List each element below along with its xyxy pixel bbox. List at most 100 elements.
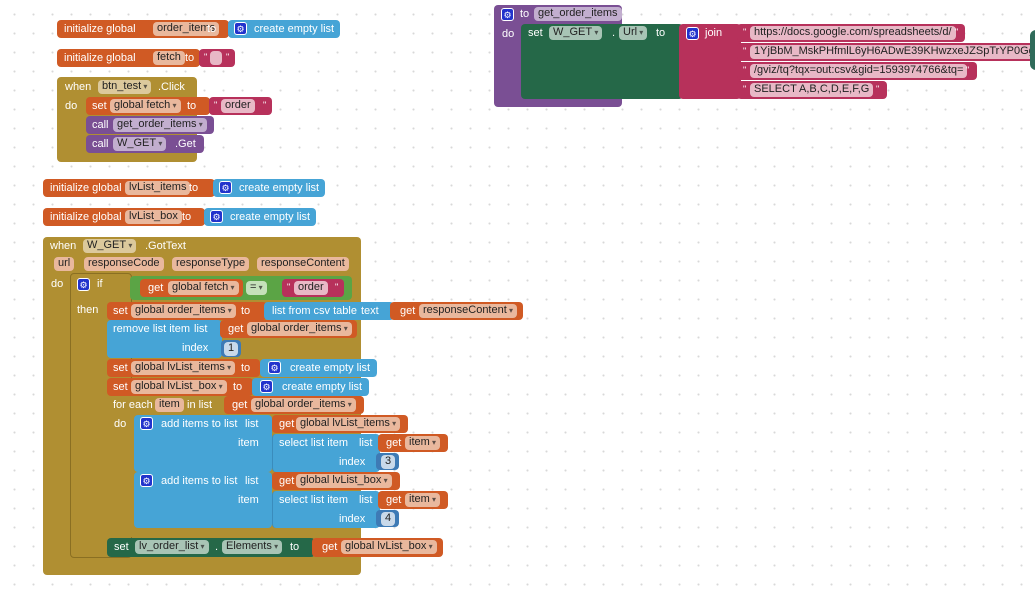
get-item-block[interactable]: get item [378,434,448,452]
gear-icon[interactable]: ⚙ [219,181,232,194]
procedure-name-field[interactable]: get_order_items [534,7,622,21]
number-field[interactable]: 1 [224,342,239,356]
gear-icon[interactable]: ⚙ [210,210,223,223]
set-global-order-items-block[interactable]: set global order_items to [107,302,267,320]
text-string-block[interactable]: " https://docs.google.com/spreadsheets/d… [737,24,965,42]
text-field[interactable]: order [294,281,328,295]
get-global-lvlist-items-block[interactable]: get global lvList_items [272,415,408,433]
set-lv-order-list-elements-block[interactable]: set lv_order_list . Elements to [107,538,315,557]
loop-variable-field[interactable]: item [155,398,184,412]
variable-dropdown[interactable]: responseContent [419,304,518,318]
list-label: list [245,475,259,487]
text-field[interactable]: order [221,99,255,113]
variable-name-field[interactable]: order_items [153,22,220,36]
set-global-lvlist-box-block[interactable]: set global lvList_box to [107,378,253,396]
component-dropdown[interactable]: W_GET [113,137,167,151]
text-string-block[interactable]: " SELECT A,B,C,D,E,F,G " [737,81,887,99]
text-field[interactable]: 1YjBbM_MskPHfmlL6yH6ADwE39KHwzxeJZSpTrYP… [750,45,1035,59]
variable-dropdown[interactable]: global lvList_items [296,417,401,431]
add-items-to-list-block[interactable]: ⚙ add items to list list item [134,472,272,528]
number-block[interactable]: 4 [376,510,399,527]
text-string-block[interactable]: " order " [209,97,272,115]
number-field[interactable]: 3 [381,455,396,469]
call-w-get-get-block[interactable]: call W_GET .Get [86,135,204,153]
init-global-order-items-block[interactable]: initialize global order_items to [57,20,229,38]
variable-dropdown[interactable]: global lvList_items [131,361,236,375]
gear-icon[interactable]: ⚙ [77,278,90,291]
create-empty-list-block[interactable]: ⚙ create empty list [252,378,369,396]
gear-icon[interactable]: ⚙ [501,8,514,21]
get-response-content-block[interactable]: get responseContent [390,302,523,320]
component-dropdown[interactable]: btn_test [98,80,152,94]
variable-name-field[interactable]: fetch [153,51,185,65]
param-response-type[interactable]: responseType [172,257,250,271]
get-global-fetch-block[interactable]: get global fetch [140,279,243,297]
set-global-fetch-block[interactable]: set global fetch to [86,97,210,115]
component-dropdown[interactable]: W_GET [83,239,137,253]
to-label: to [241,305,251,317]
number-block[interactable]: 1 [221,340,241,357]
variable-dropdown[interactable]: item [405,436,441,450]
get-item-block[interactable]: get item [378,491,448,509]
create-empty-list-block[interactable]: ⚙ create empty list [213,179,325,197]
gear-icon[interactable]: ⚙ [268,361,281,374]
param-url[interactable]: url [54,257,75,271]
call-get-order-items-block[interactable]: call get_order_items [86,116,214,134]
variable-dropdown[interactable]: global fetch [110,99,181,113]
event-label: .GotText [145,240,186,252]
text-field[interactable]: /gviz/tq?tqx=out:csv&gid=1593974766&tq= [750,64,968,78]
number-block[interactable]: 3 [376,453,399,470]
variable-dropdown[interactable]: global lvList_box [131,380,227,394]
text-field[interactable]: SELECT A,B,C,D,E,F,G [750,83,874,97]
variable-dropdown[interactable]: global lvList_box [341,540,437,554]
list-label: list [359,494,373,506]
add-items-to-list-block[interactable]: ⚙ add items to list list item [134,415,272,472]
operator-dropdown[interactable]: = [246,281,267,295]
get-global-order-items-block[interactable]: get global order_items [224,396,364,414]
gear-icon[interactable]: ⚙ [234,22,247,35]
create-empty-list-block[interactable]: ⚙ create empty list [204,208,316,226]
variable-name-field[interactable]: lvList_items [125,181,191,195]
procedure-dropdown[interactable]: get_order_items [113,118,207,132]
property-dropdown[interactable]: Elements [222,540,283,554]
param-response-content[interactable]: responseContent [257,257,349,271]
gear-icon[interactable]: ⚙ [140,474,153,487]
property-dropdown[interactable]: Url [619,26,648,40]
variable-dropdown[interactable]: global order_items [247,322,352,336]
text-string-block[interactable]: " " [199,49,235,67]
variable-dropdown[interactable]: item [405,493,441,507]
select-list-item-block[interactable]: select list item list index [272,434,380,472]
get-global-lvlist-box-block[interactable]: get global lvList_box [312,538,443,557]
variable-dropdown[interactable]: global order_items [251,398,356,412]
gear-icon[interactable]: ⚙ [686,27,699,40]
init-global-lvlist-box-block[interactable]: initialize global lvList_box to [43,208,205,226]
remove-list-item-block[interactable]: remove list item list index [107,320,222,358]
text-string-block[interactable]: " 1YjBbM_MskPHfmlL6yH6ADwE39KHwzxeJZSpTr… [737,43,1035,61]
init-global-lvlist-items-block[interactable]: initialize global lvList_items to [43,179,215,197]
create-empty-list-block[interactable]: ⚙ create empty list [260,359,377,377]
init-global-fetch-block[interactable]: initialize global fetch to [57,49,200,67]
variable-name-field[interactable]: lvList_box [125,210,182,224]
component-dropdown[interactable]: W_GET [549,26,603,40]
get-global-lvlist-box-block[interactable]: get global lvList_box [272,472,400,490]
text-string-block[interactable]: " /gviz/tq?tqx=out:csv&gid=1593974766&tq… [737,62,977,80]
select-list-item-block[interactable]: select list item list index [272,491,380,528]
text-field[interactable] [210,51,222,65]
text-string-block[interactable]: " order " [282,279,344,297]
gear-icon[interactable]: ⚙ [260,380,273,393]
variable-dropdown[interactable]: global order_items [131,304,236,318]
text-field[interactable]: https://docs.google.com/spreadsheets/d/ [750,26,956,40]
component-dropdown[interactable]: lv_order_list [135,540,209,554]
param-response-code[interactable]: responseCode [84,257,164,271]
create-empty-list-block[interactable]: ⚙ create empty list [228,20,340,38]
list-from-csv-table-block[interactable]: list from csv table text [264,302,394,320]
join-block[interactable]: ⚙ join [679,24,741,99]
variable-dropdown[interactable]: global lvList_box [296,474,392,488]
set-w-get-url-block[interactable]: set W_GET . Url to [521,24,683,99]
variable-dropdown[interactable]: global fetch [168,281,239,295]
set-global-lvlist-items-block[interactable]: set global lvList_items to [107,359,260,377]
gear-icon[interactable]: ⚙ [140,417,153,430]
get-global-order-items-block[interactable]: get global order_items [220,320,357,338]
backpack-icon[interactable] [1030,30,1035,70]
number-field[interactable]: 4 [381,512,396,526]
